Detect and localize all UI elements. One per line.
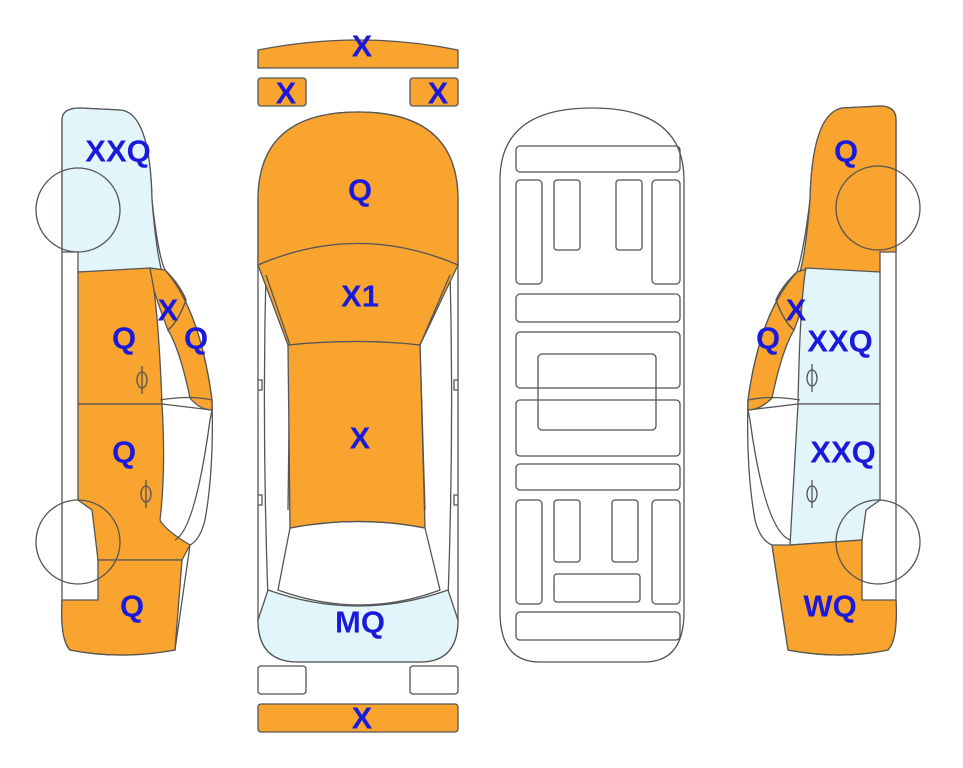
top-left-contour [263, 269, 269, 601]
interior-console [537, 353, 657, 431]
right-taillight[interactable] [409, 665, 459, 695]
trunk-lid[interactable] [277, 520, 441, 606]
interior-trunk-area [515, 611, 681, 641]
right-handle-mark [453, 494, 458, 506]
left-mirror-mark [258, 379, 263, 391]
rear-right-seat [611, 499, 639, 563]
right-rear-door-handle [806, 480, 818, 508]
left-taillight[interactable] [257, 665, 307, 695]
left-headlight[interactable] [257, 77, 307, 107]
rear-bumper-label: X [352, 701, 373, 736]
front-bumper-label: X [352, 29, 373, 64]
left-front-fender[interactable] [61, 107, 163, 273]
rear-bumper-strip[interactable] [257, 703, 459, 733]
interior-right-front-side [651, 179, 681, 285]
interior-cross-member-front [515, 293, 681, 323]
interior-right-rear-side [651, 499, 681, 605]
rear-window-label: MQ [335, 605, 385, 640]
right-rear-wheel [835, 165, 921, 251]
right-headlight-label: X [428, 76, 449, 111]
right-mirror-mark [453, 379, 458, 391]
interior-left-rear-side [515, 499, 543, 605]
car-top-view [257, 39, 459, 733]
interior-outline [499, 107, 685, 663]
right-front-quarter[interactable] [771, 539, 897, 656]
car-interior-view [499, 107, 685, 663]
right-hood-line [747, 396, 801, 401]
rear-bench [553, 573, 641, 603]
interior-middle-upper [515, 331, 681, 389]
left-rear-quarter[interactable] [61, 559, 183, 656]
left-handle-mark [258, 494, 263, 506]
roof-label: X [350, 421, 371, 456]
right-front-door-label: XXQ [807, 324, 872, 359]
right-window-pillar-label: X [786, 293, 807, 328]
right-front-quarter-label: WQ [803, 589, 856, 624]
right-rear-glass-side[interactable] [747, 271, 798, 411]
right-front-wheel [835, 499, 921, 585]
left-rear-wheel [35, 499, 121, 585]
left-rear-door-handle [140, 480, 152, 508]
hood-label: Q [348, 173, 372, 208]
left-windshield-side[interactable] [164, 269, 213, 411]
left-a-pillar-label: X [158, 293, 179, 328]
right-front-door-handle [806, 364, 818, 392]
interior-dash [515, 145, 681, 173]
right-headlight[interactable] [409, 77, 459, 107]
rear-left-seat [553, 499, 581, 563]
rear-window-panel[interactable] [257, 589, 459, 663]
left-rear-quarter-label: Q [120, 589, 144, 624]
car-right-side-view [746, 105, 921, 656]
right-rear-door-label: XXQ [810, 435, 875, 470]
car-left-side-view [35, 107, 214, 656]
windshield-label: X1 [341, 279, 379, 314]
front-right-seat [615, 179, 643, 251]
left-hood-line [159, 396, 213, 401]
left-front-door-handle [136, 366, 148, 394]
right-side-window-line [747, 403, 799, 541]
front-bumper-strip[interactable] [257, 39, 459, 69]
left-rear-door[interactable] [77, 403, 191, 561]
interior-cross-member-rear [515, 463, 681, 491]
left-front-fender-label: XXQ [85, 134, 150, 169]
interior-middle-lower [515, 399, 681, 457]
left-headlight-label: X [276, 76, 297, 111]
right-rear-door[interactable] [789, 403, 881, 546]
interior-left-front-side [515, 179, 543, 285]
front-left-seat [553, 179, 581, 251]
left-front-wheel [35, 167, 121, 253]
left-side-window-line [161, 403, 213, 541]
right-rear-glass-side-label: Q [756, 321, 780, 356]
left-rear-door-label: Q [112, 435, 136, 470]
left-front-door-label: Q [112, 321, 136, 356]
damage-labels: X X X Q X1 X MQ X XXQ X Q Q Q Q Q X Q XX… [85, 29, 875, 736]
right-rear-quarter-top-label: Q [834, 134, 858, 169]
right-rear-quarter-top[interactable] [799, 105, 897, 273]
left-windshield-side-label: Q [184, 321, 208, 356]
top-right-contour [447, 269, 453, 601]
